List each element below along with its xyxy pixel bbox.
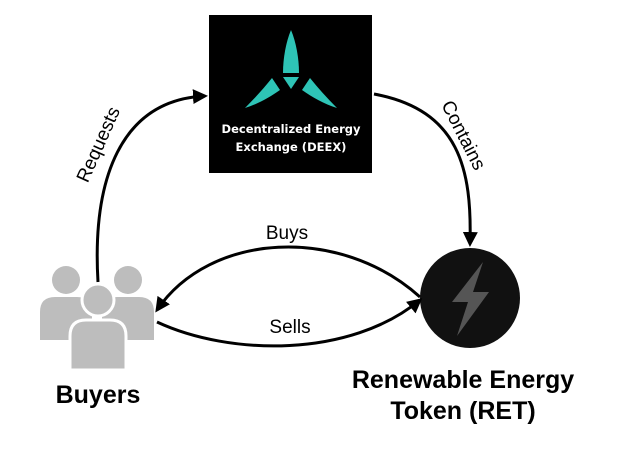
buyers-label: Buyers <box>56 381 141 409</box>
buys-arrow <box>155 245 422 313</box>
ret-label-line2: Token (RET) <box>390 397 535 425</box>
deex-node: Decentralized Energy Exchange (DEEX) <box>209 15 372 173</box>
sells-arrow <box>156 298 423 348</box>
buyers-node: Buyers <box>40 266 154 409</box>
ret-label-line1: Renewable Energy <box>352 366 574 394</box>
deex-label-line1: Decentralized Energy <box>222 122 361 136</box>
deex-label-line2: Exchange (DEEX) <box>236 140 347 154</box>
ret-node: Renewable Energy Token (RET) <box>352 248 574 425</box>
contains-label: Contains <box>437 97 490 173</box>
lightning-bolt-icon <box>452 262 489 336</box>
turbine-blades-icon <box>245 30 337 108</box>
requests-label: Requests <box>73 104 125 186</box>
people-group-icon <box>40 266 154 372</box>
contains-arrow <box>373 92 478 247</box>
sells-label: Sells <box>269 317 310 338</box>
requests-arrow <box>95 89 208 283</box>
buys-label: Buys <box>266 223 308 244</box>
